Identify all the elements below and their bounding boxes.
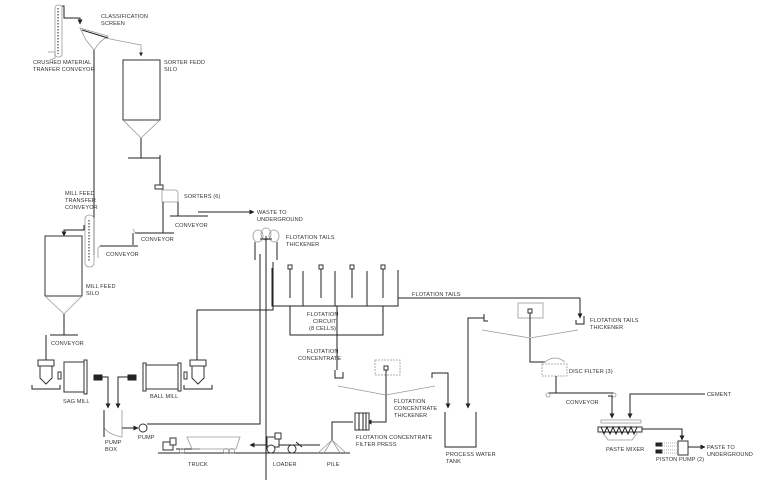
label-disc-filter: DISC FILTER (3) (569, 369, 613, 375)
piston-pump (655, 440, 706, 456)
label-truck: TRUCK (188, 462, 208, 468)
sorters (161, 189, 255, 233)
flotation-circuit (271, 264, 583, 379)
label-conveyor-3: CONVEYOR (106, 252, 139, 258)
filter-press (354, 412, 370, 431)
process-water-tank (444, 314, 488, 448)
label-paste-mixer: PASTE MIXER (606, 447, 644, 453)
pump-box (103, 254, 261, 438)
sag-mill (31, 359, 111, 409)
flotation-cell-agitators (287, 264, 386, 298)
label-cement: CEMENT (707, 392, 732, 398)
label-conveyor-4: CONVEYOR (51, 341, 84, 347)
label-conveyor-5: CONVEYOR (566, 400, 599, 406)
flotation-tails-thickener-1 (252, 227, 280, 480)
label-piston-pump: PISTON PUMP (2) (656, 457, 704, 463)
label-sorters: SORTERS (6) (184, 194, 220, 200)
truck-loader-pile (158, 421, 353, 454)
label-pump: PUMP (138, 435, 155, 441)
label-conveyor-1: CONVEYOR (175, 223, 208, 229)
flotation-tails-thickener-2 (481, 302, 585, 363)
mill-feed-conveyor (61, 214, 95, 268)
flotation-concentrate-thickener (337, 359, 451, 425)
disc-filter (541, 357, 617, 398)
label-sag-mill: SAG MILL (63, 399, 90, 405)
paste-mixer (597, 393, 705, 441)
label-conveyor-2: CONVEYOR (141, 237, 174, 243)
label-pile: PILE (327, 462, 340, 468)
sorter-feed-silo (122, 59, 164, 190)
label-flotation-tails: FLOTATION TAILS (412, 292, 461, 298)
intermediate-conveyors (97, 228, 174, 258)
ball-mill (115, 262, 274, 409)
label-loader: LOADER (273, 462, 297, 468)
mill-feed-silo (44, 235, 83, 360)
label-ball-mill: BALL MILL (150, 394, 178, 400)
crushed-material-conveyor (48, 4, 83, 61)
